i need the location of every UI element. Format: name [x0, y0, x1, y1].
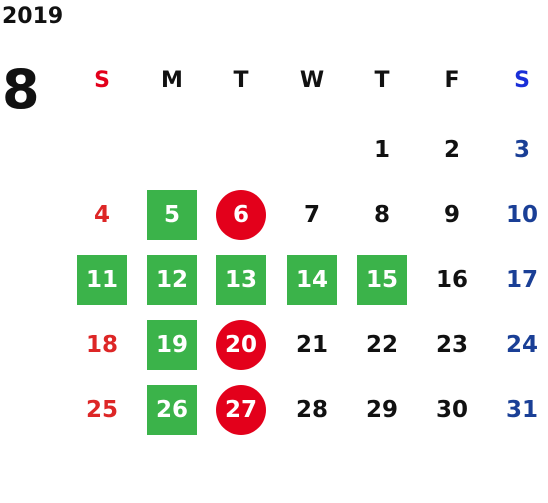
month-label: 8: [2, 58, 40, 121]
year-label: 2019: [2, 4, 64, 29]
day-cell[interactable]: 29: [365, 397, 398, 423]
day-cell[interactable]: 14: [287, 255, 337, 305]
day-cell[interactable]: 18: [85, 332, 118, 358]
weekday-header: S: [514, 68, 530, 93]
weekday-header: W: [299, 68, 325, 93]
day-cell[interactable]: 28: [295, 397, 328, 423]
day-cell[interactable]: 2: [443, 137, 460, 163]
day-cell[interactable]: 25: [85, 397, 118, 423]
day-cell[interactable]: 16: [435, 267, 468, 293]
day-cell[interactable]: 9: [443, 202, 460, 228]
day-cell[interactable]: 23: [435, 332, 468, 358]
day-cell[interactable]: 7: [303, 202, 320, 228]
weekday-header: T: [374, 68, 390, 93]
day-cell[interactable]: 15: [357, 255, 407, 305]
day-cell[interactable]: 13: [216, 255, 266, 305]
day-cell[interactable]: 3: [513, 137, 530, 163]
day-cell[interactable]: 17: [505, 267, 538, 293]
weekday-header: M: [161, 68, 183, 93]
day-cell[interactable]: 8: [373, 202, 390, 228]
day-cell[interactable]: 21: [295, 332, 328, 358]
weekday-header: T: [233, 68, 249, 93]
day-cell[interactable]: 27: [216, 385, 266, 435]
day-cell[interactable]: 19: [147, 320, 197, 370]
day-cell[interactable]: 24: [505, 332, 538, 358]
day-cell[interactable]: 31: [505, 397, 538, 423]
day-cell[interactable]: 22: [365, 332, 398, 358]
weekday-header: S: [94, 68, 110, 93]
day-cell[interactable]: 26: [147, 385, 197, 435]
day-cell[interactable]: 20: [216, 320, 266, 370]
day-cell[interactable]: 12: [147, 255, 197, 305]
day-cell[interactable]: 6: [216, 190, 266, 240]
day-cell[interactable]: 5: [147, 190, 197, 240]
day-cell[interactable]: 30: [435, 397, 468, 423]
day-cell[interactable]: 4: [93, 202, 110, 228]
day-cell[interactable]: 10: [505, 202, 538, 228]
day-cell[interactable]: 1: [373, 137, 390, 163]
day-cell[interactable]: 11: [77, 255, 127, 305]
weekday-header: F: [444, 68, 460, 93]
